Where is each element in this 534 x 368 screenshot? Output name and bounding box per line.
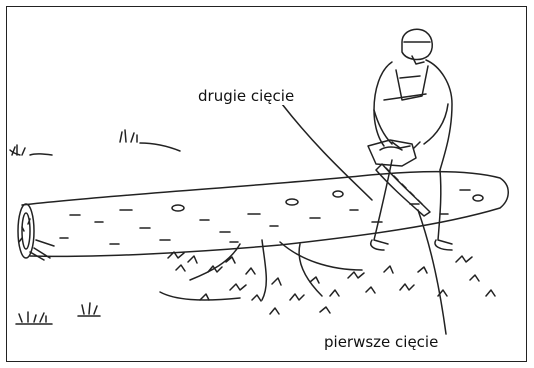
branches xyxy=(160,240,362,300)
leader-line-second-cut xyxy=(282,104,372,200)
foliage xyxy=(168,252,495,314)
worker xyxy=(371,29,452,250)
label-second-cut: drugie cięcie xyxy=(196,87,296,105)
chainsaw xyxy=(368,140,430,216)
grass-tuft xyxy=(10,145,52,155)
leader-line-first-cut xyxy=(418,210,446,334)
label-first-cut: pierwsze cięcie xyxy=(322,333,440,351)
grass-tuft xyxy=(78,303,100,316)
grass-tuft xyxy=(16,312,52,324)
grass-tuft xyxy=(120,130,180,151)
